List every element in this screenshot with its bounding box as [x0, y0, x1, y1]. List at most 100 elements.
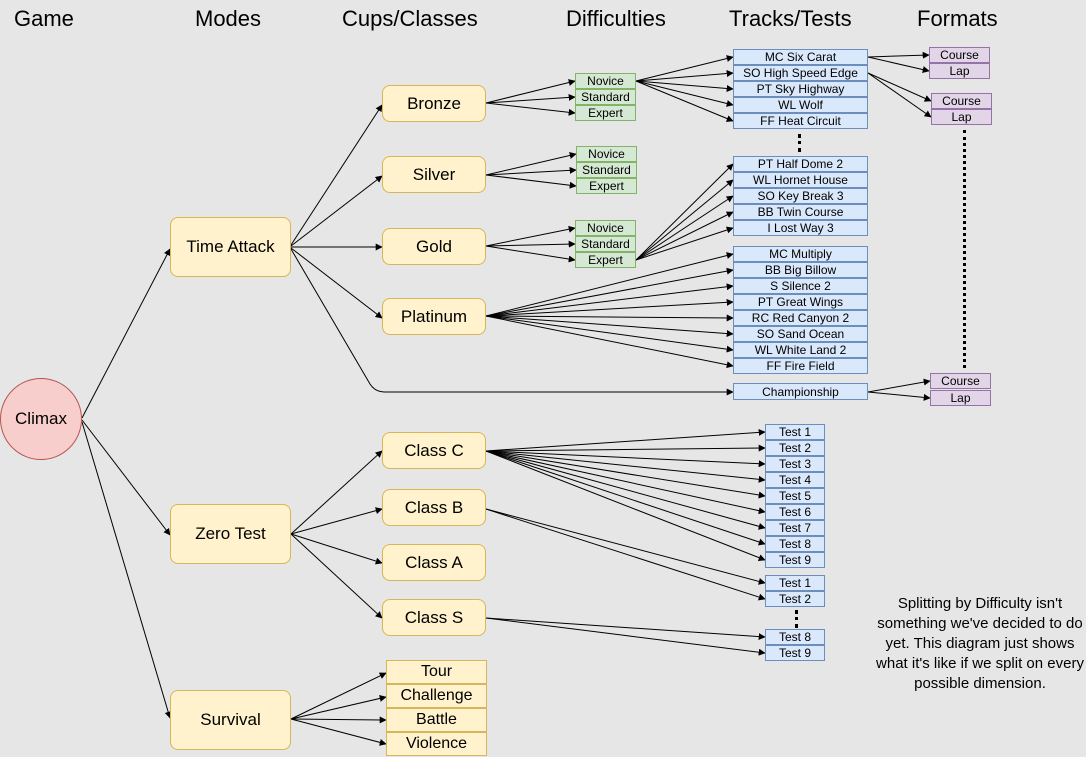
header-difficulties: Difficulties: [566, 6, 666, 31]
difficulty-standard: Standard: [576, 162, 637, 178]
test-node: Test 6: [765, 504, 825, 520]
track-node: WL Wolf: [733, 97, 868, 113]
format-course: Course: [930, 373, 991, 389]
test-node: Test 4: [765, 472, 825, 488]
class-b: Class B: [382, 489, 486, 526]
test-node: Test 2: [765, 591, 825, 607]
connector-arrow: [635, 80, 734, 92]
track-node: MC Multiply: [733, 246, 868, 262]
track-node: WL White Land 2: [733, 342, 868, 358]
connector-arrow: [290, 175, 383, 247]
connector-arrow: [867, 51, 930, 59]
header-formats: Formats: [917, 6, 998, 31]
connector-arrow: [290, 718, 387, 746]
connector-arrow: [485, 450, 766, 468]
connector-arrow: [290, 672, 387, 720]
track-node: RC Red Canyon 2: [733, 310, 868, 326]
difficulty-expert: Expert: [576, 178, 637, 194]
ellipsis-dots: [795, 610, 798, 628]
connector-arrow: [485, 252, 734, 317]
test-node: Test 5: [765, 488, 825, 504]
connector-arrow: [485, 315, 734, 369]
mode-zero-test: Zero Test: [170, 504, 291, 564]
track-node: WL Hornet House: [733, 172, 868, 188]
survival-challenge: Challenge: [386, 684, 487, 708]
connector-arrow: [485, 166, 577, 176]
connector-arrow: [81, 421, 172, 719]
connector-arrow: [290, 695, 387, 720]
track-node: PT Great Wings: [733, 294, 868, 310]
connector-arrow: [485, 93, 576, 104]
connector-arrow: [81, 248, 171, 419]
track-node: I Lost Way 3: [733, 220, 868, 236]
format-course: Course: [929, 47, 990, 63]
connector-arrow: [485, 245, 576, 263]
track-node: MC Six Carat: [733, 49, 868, 65]
test-node: Test 9: [765, 645, 825, 661]
connector-arrow: [485, 267, 734, 317]
mode-survival: Survival: [170, 690, 291, 750]
connector-arrow: [290, 507, 383, 535]
format-lap: Lap: [930, 390, 991, 406]
test-node: Test 1: [765, 424, 825, 440]
connector-arrow: [485, 152, 577, 176]
connector-arrow: [867, 378, 931, 393]
root-node-climax: Climax: [0, 378, 82, 460]
format-lap: Lap: [931, 109, 992, 125]
connector-arrow: [290, 450, 383, 535]
connector-arrow: [485, 450, 766, 515]
difficulty-expert: Expert: [575, 105, 636, 121]
difficulty-novice: Novice: [575, 220, 636, 236]
connector-arrow: [81, 419, 171, 536]
track-node: BB Big Billow: [733, 262, 868, 278]
class-s: Class S: [382, 599, 486, 636]
format-course: Course: [931, 93, 992, 109]
connector-arrow: [485, 617, 766, 656]
connector-arrow: [290, 247, 383, 319]
header-modes: Modes: [195, 6, 262, 31]
connector-arrow: [635, 80, 734, 107]
connector-arrow: [485, 283, 734, 317]
connector-arrow: [635, 163, 734, 261]
connector-arrow: [290, 248, 734, 396]
test-node: Test 8: [765, 536, 825, 552]
track-node: BB Twin Course: [733, 204, 868, 220]
connector-arrow: [485, 315, 734, 353]
track-node: S Silence 2: [733, 278, 868, 294]
track-node: PT Half Dome 2: [733, 156, 868, 172]
survival-violence: Violence: [386, 732, 487, 756]
connector-arrow: [485, 174, 577, 189]
connector-arrow: [485, 298, 734, 317]
header-cups-classes: Cups/Classes: [342, 6, 478, 31]
difficulty-standard: Standard: [575, 236, 636, 252]
format-lap: Lap: [929, 63, 990, 79]
connector-arrow: [485, 450, 766, 530]
connector-arrow: [485, 102, 576, 116]
connector-arrow: [867, 72, 932, 118]
connector-arrow: [635, 195, 734, 261]
connector-arrow: [485, 428, 766, 452]
connector-arrow: [485, 314, 734, 322]
track-node: FF Fire Field: [733, 358, 868, 374]
connector-arrow: [485, 444, 766, 452]
connector-arrow: [485, 450, 766, 499]
ellipsis-dots: [963, 130, 966, 368]
connector-arrow: [290, 716, 387, 724]
difficulty-expert: Expert: [575, 252, 636, 268]
note-text: Splitting by Difficulty isn't something …: [876, 595, 1084, 692]
connector-arrow: [867, 56, 930, 74]
connector-arrow: [635, 211, 734, 261]
difficulty-novice: Novice: [575, 73, 636, 89]
cup-silver: Silver: [382, 156, 486, 193]
connector-arrow: [485, 450, 766, 546]
ellipsis-dots: [798, 134, 801, 152]
connector-arrow: [485, 617, 766, 641]
track-node: SO High Speed Edge: [733, 65, 868, 81]
track-node: SO Sand Ocean: [733, 326, 868, 342]
track-championship: Championship: [733, 383, 868, 400]
connector-arrow: [867, 72, 932, 102]
connector-arrow: [485, 315, 734, 338]
connector-arrow: [485, 450, 766, 483]
cup-bronze: Bronze: [382, 85, 486, 122]
